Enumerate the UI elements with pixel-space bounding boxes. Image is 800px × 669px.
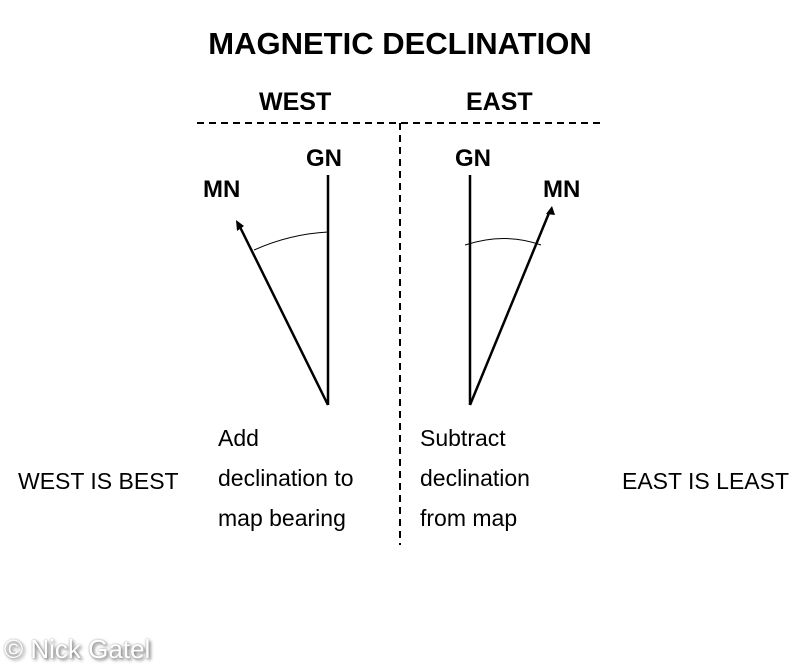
east-instruction-line: Subtract [420,425,506,451]
east-instruction-line: from map [420,505,518,531]
west-mnemonic: WEST IS BEST [18,468,179,494]
diagram-title: MAGNETIC DECLINATION [208,26,592,61]
east-mn-label: MN [543,176,581,203]
west-declination-arc [253,231,329,251]
east-instruction: Subtract declination from map [420,418,530,544]
west-instruction: Add declination to map bearing [218,418,354,538]
east-magnetic-north-line [468,212,551,406]
west-gn-label: GN [306,145,342,172]
copyright-watermark: © Nick Gatel [4,634,151,664]
east-mn-arrowhead [546,206,555,215]
west-mn-arrowhead [236,220,244,231]
east-mnemonic: EAST IS LEAST [622,468,790,494]
west-mn-label: MN [203,176,241,203]
east-header: EAST [466,88,533,116]
west-instruction-line: map bearing [218,505,346,531]
west-instruction-line: Add [218,425,259,451]
east-declination-arc [464,238,542,246]
east-gn-label: GN [455,145,491,172]
east-instruction-line: declination [420,465,530,491]
west-header: WEST [259,88,332,116]
west-instruction-line: declination to [218,465,354,491]
west-magnetic-north-line [238,226,330,406]
